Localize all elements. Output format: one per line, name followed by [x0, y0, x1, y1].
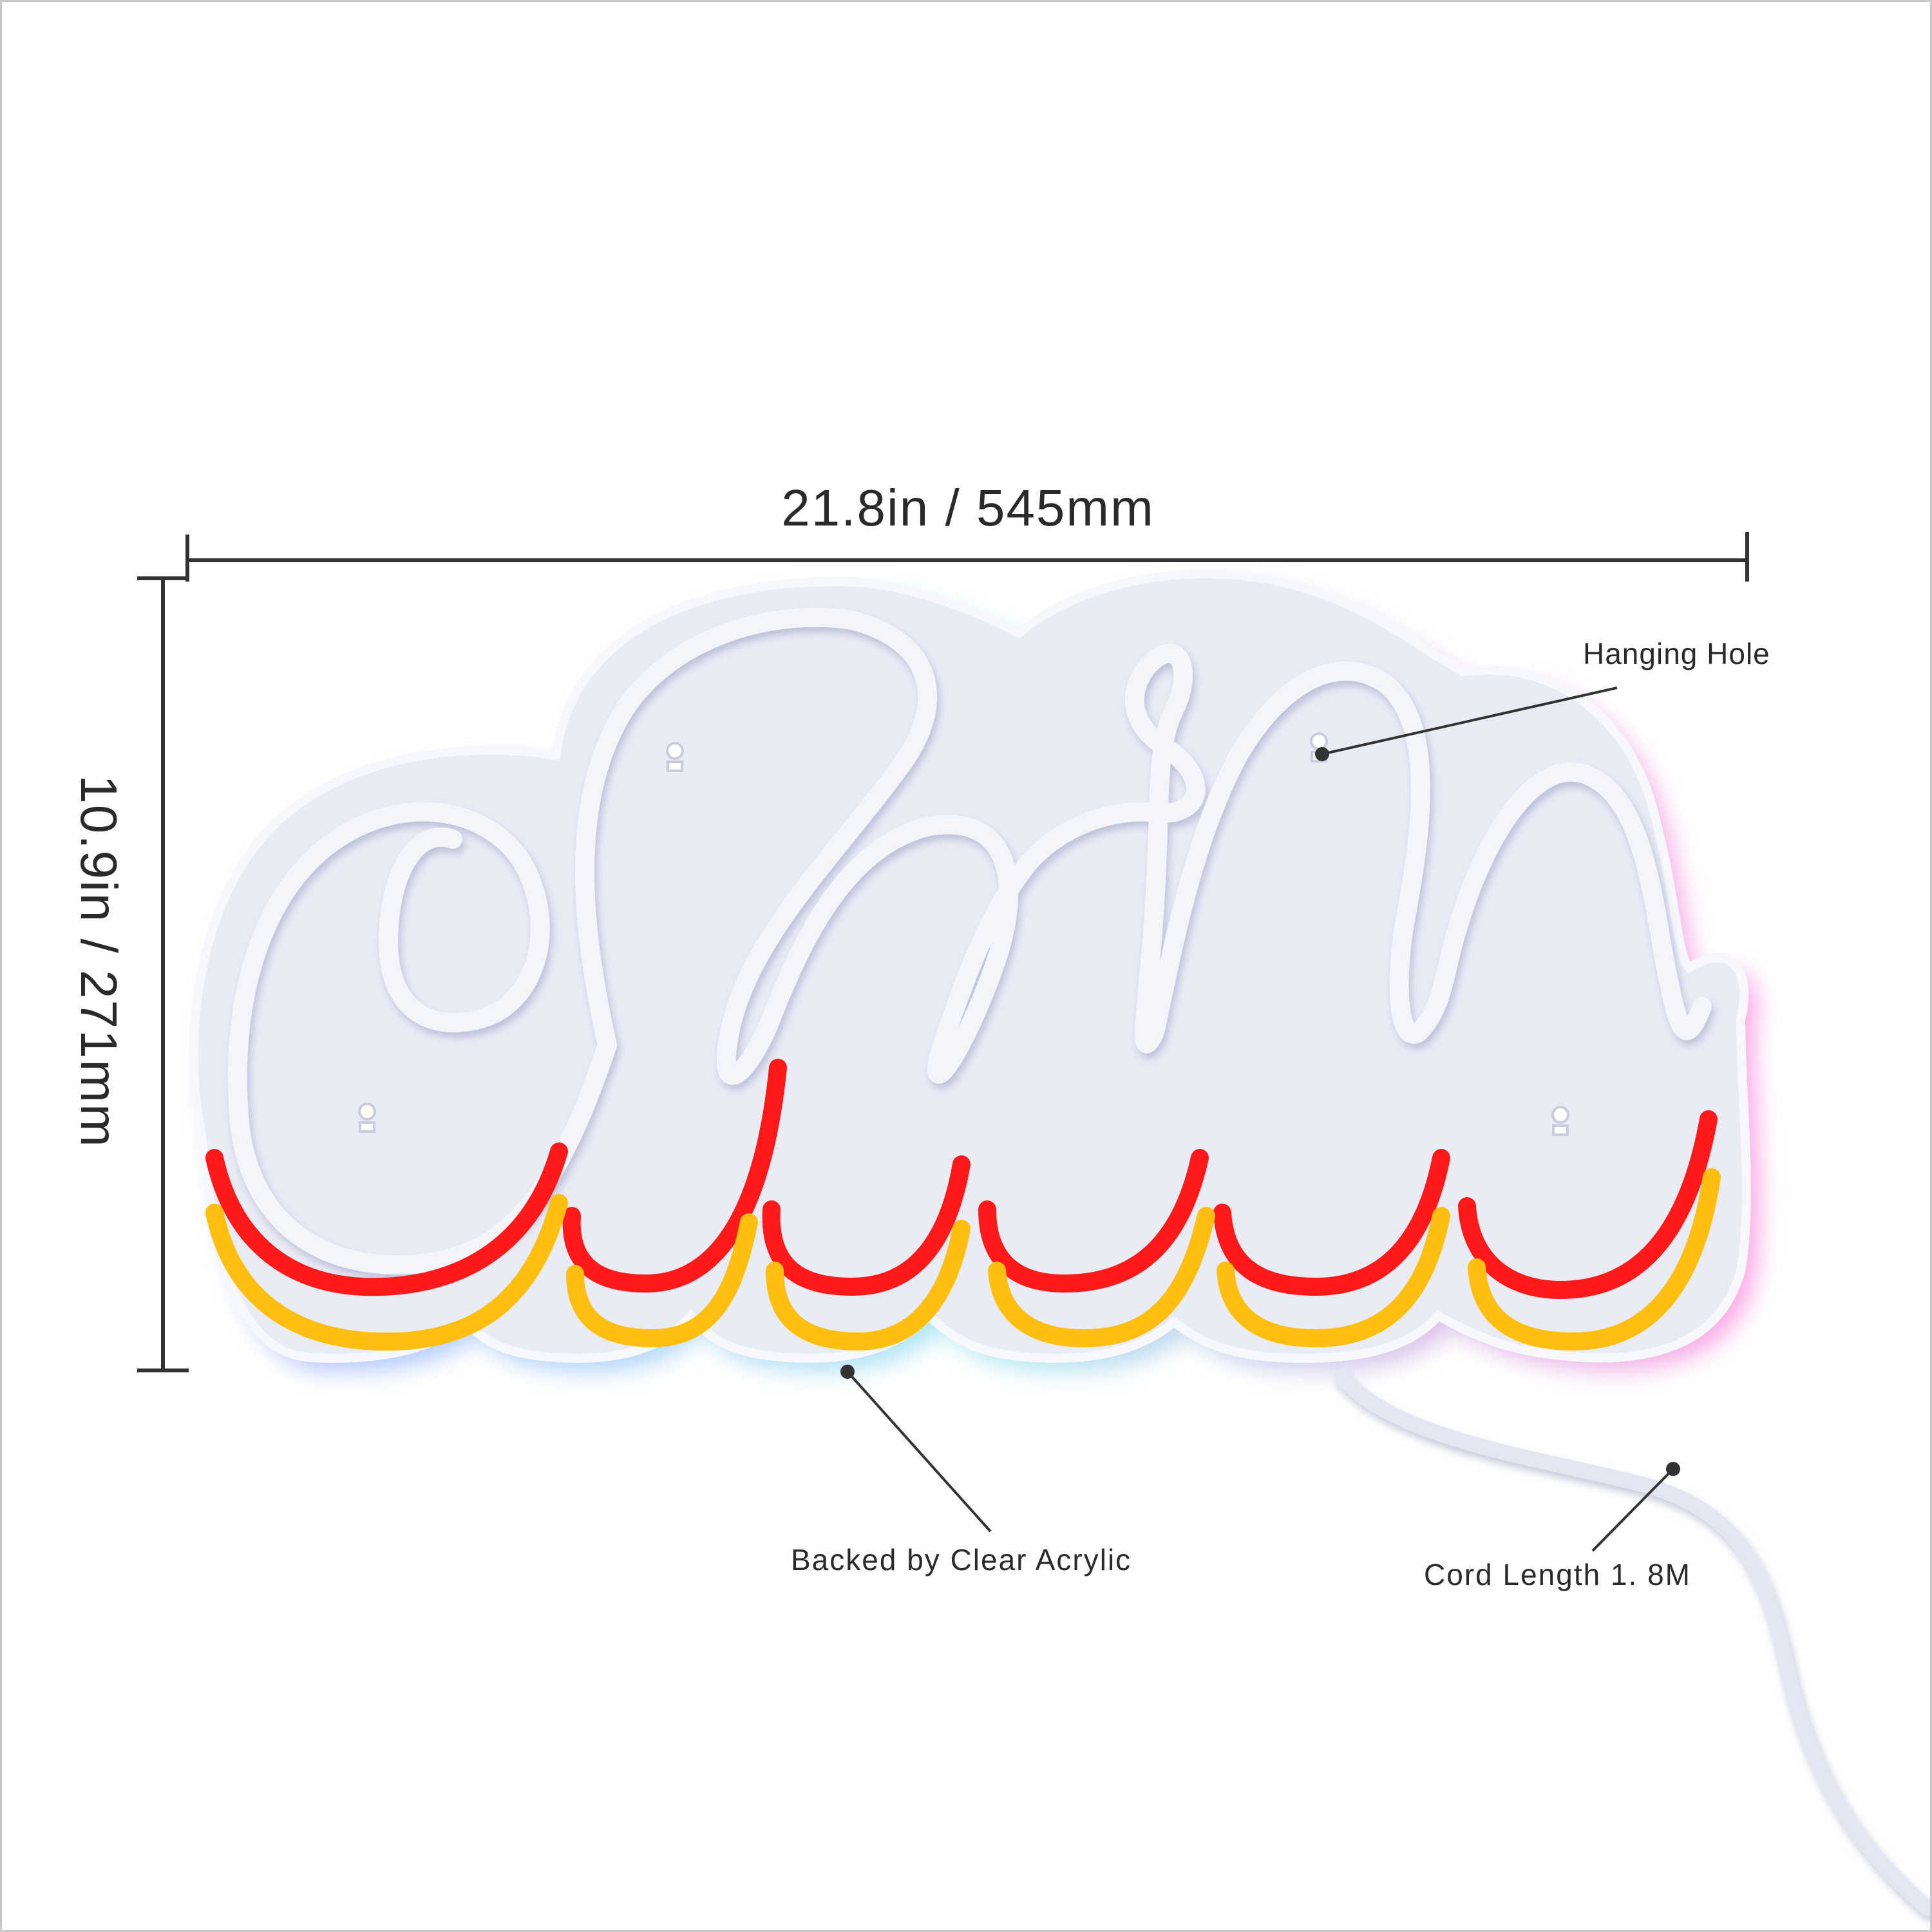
neon-amber-waves: [205, 1168, 1721, 1351]
hanging-hole-icon: [666, 742, 685, 772]
hanging-hole-leader: [1321, 687, 1618, 755]
neon-letter-i: [933, 643, 1206, 1055]
hanging-hole-icon: [358, 1103, 377, 1133]
amber-wave-5: [1217, 1207, 1450, 1348]
neon-red-waves: [205, 1059, 1718, 1300]
red-wave-4: [978, 1149, 1209, 1293]
cord-leader: [1591, 1468, 1674, 1552]
red-wave-1: [205, 1142, 568, 1296]
cord-leader-dot: [1666, 1462, 1680, 1476]
hanging-hole-leader-dot: [1315, 747, 1329, 761]
width-dimension-label: 21.8in / 545mm: [781, 479, 1155, 536]
hanging-hole-callout: Hanging Hole: [1583, 637, 1770, 670]
neon-script-tubes: [227, 607, 1712, 1274]
amber-wave-2: [566, 1213, 758, 1348]
power-cord: [1334, 1369, 1930, 1916]
cord-length-callout: Cord Length 1. 8M: [1424, 1558, 1692, 1591]
amber-wave-6: [1468, 1168, 1721, 1351]
height-dimension: [137, 576, 189, 1372]
amber-wave-1: [205, 1194, 568, 1351]
red-wave-6: [1458, 1110, 1718, 1300]
callout-leaders: [840, 687, 1680, 1552]
width-dimension: [185, 532, 1749, 582]
red-wave-2: [562, 1059, 787, 1293]
amber-wave-4: [988, 1207, 1215, 1348]
neon-letter-l: [1145, 661, 1467, 1044]
red-wave-3: [762, 1155, 971, 1296]
amber-wave-3: [766, 1220, 971, 1351]
red-wave-5: [1213, 1149, 1450, 1296]
acrylic-leader: [846, 1370, 992, 1533]
neon-letter-l-second: [1448, 762, 1712, 1040]
neon-letter-c: [227, 802, 617, 1274]
acrylic-backing-callout: Backed by Clear Acrylic: [791, 1543, 1132, 1577]
height-dimension-label: 10.9in / 271mm: [70, 775, 128, 1148]
acrylic-leader-dot: [840, 1365, 855, 1379]
hanging-hole-icon: [1551, 1106, 1570, 1136]
